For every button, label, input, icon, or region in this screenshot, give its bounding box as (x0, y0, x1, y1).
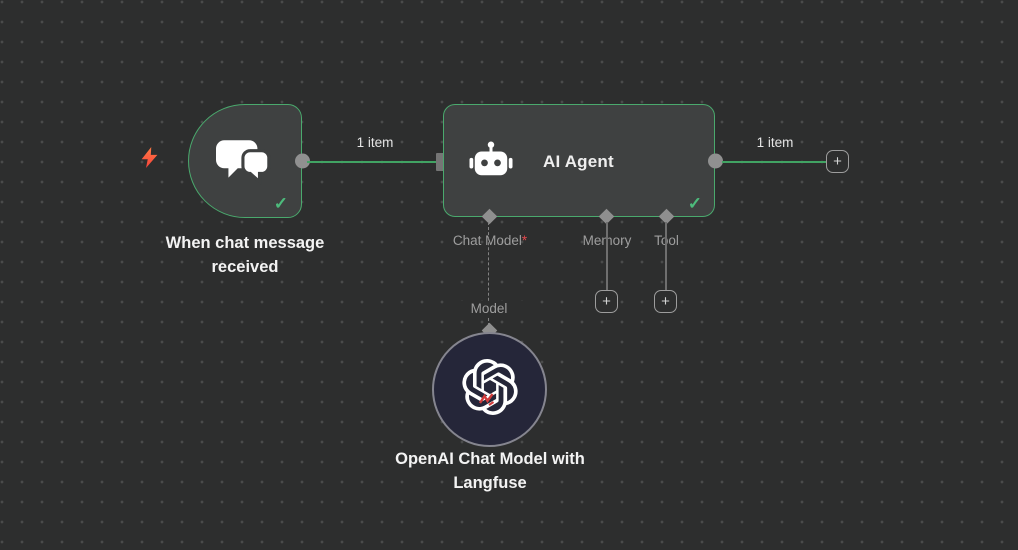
connection-trigger-to-agent[interactable] (307, 161, 438, 163)
trigger-lightning-icon (141, 147, 158, 168)
agent-input-port[interactable] (436, 153, 444, 171)
node-when-chat-message-received[interactable]: ✓ (188, 104, 310, 218)
add-next-node-button[interactable]: + (826, 150, 849, 173)
plus-icon: + (833, 153, 842, 170)
success-check-icon: ✓ (273, 194, 288, 213)
model-node-label: OpenAI Chat Model with Langfuse (395, 450, 585, 492)
connection-agent-output[interactable] (722, 161, 828, 163)
trigger-node-label: When chat message received (165, 234, 325, 276)
model-port-label: Model (454, 301, 524, 316)
agent-output-port[interactable] (708, 153, 723, 168)
plus-icon: + (661, 293, 670, 310)
add-tool-button[interactable]: + (654, 290, 677, 313)
memory-port-stub-line (606, 222, 608, 290)
agent-node-title: AI Agent (543, 152, 614, 171)
langfuse-icon (478, 393, 495, 406)
chat-model-port-text: Chat Model (452, 233, 522, 248)
node-openai-chat-model[interactable] (432, 332, 547, 447)
tool-port-stub-line (665, 222, 667, 290)
openai-logo-icon (462, 359, 518, 415)
add-memory-button[interactable]: + (595, 290, 618, 313)
connection-chat-model[interactable] (488, 222, 489, 326)
chat-bubbles-icon (216, 140, 271, 186)
required-asterisk: * (521, 233, 528, 248)
trigger-output-port[interactable] (295, 153, 310, 169)
plus-icon: + (602, 293, 611, 310)
connection-items-label: 1 item (756, 135, 794, 150)
success-check-icon: ✓ (687, 194, 702, 213)
node-ai-agent[interactable]: AI Agent ✓ (443, 104, 723, 217)
robot-icon (469, 141, 513, 176)
connection-items-label: 1 item (356, 135, 394, 150)
chat-model-port-label: Chat Model* (420, 233, 560, 248)
